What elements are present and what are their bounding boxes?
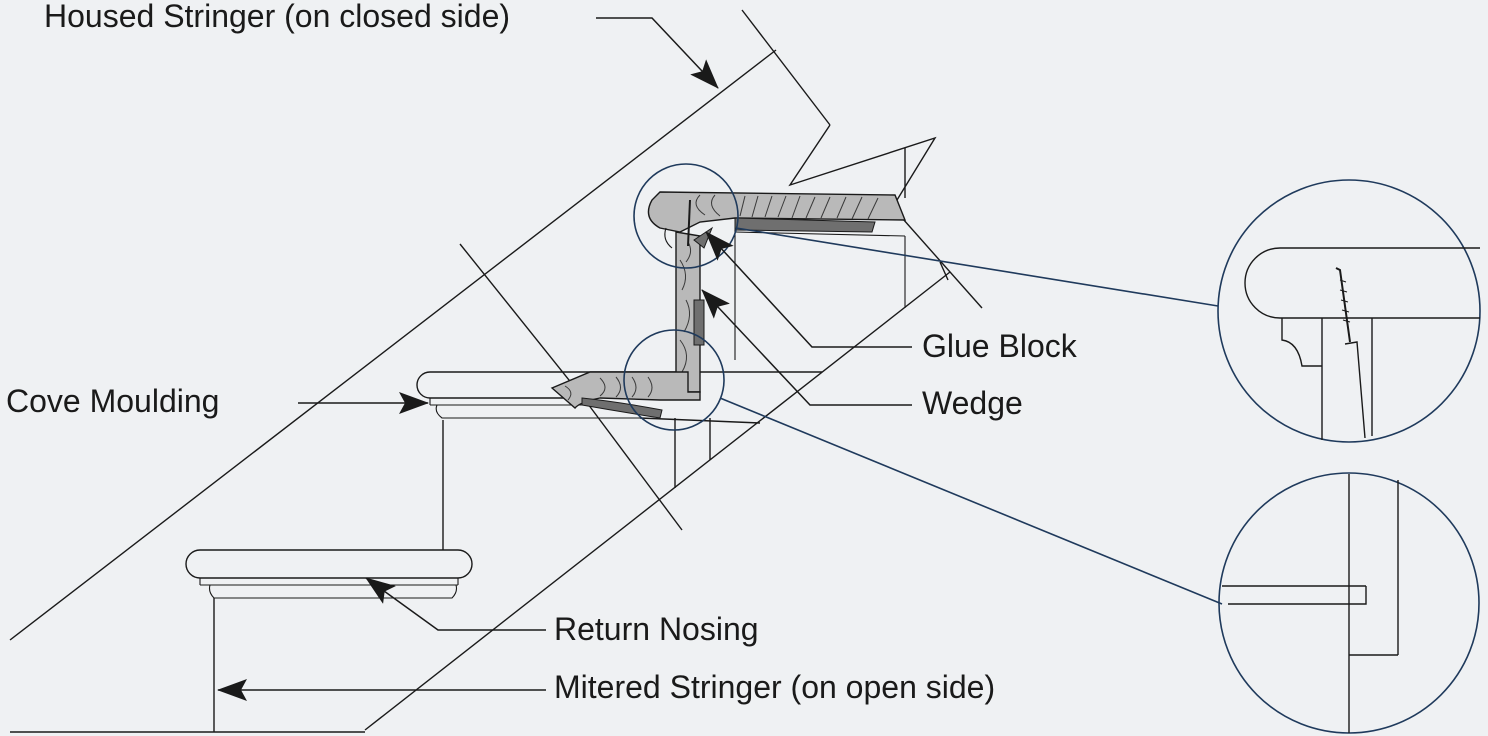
label-wedge-group: Wedge bbox=[701, 289, 1023, 421]
label-return-nosing-group: Return Nosing bbox=[365, 577, 759, 647]
lower-zoom-detail bbox=[1222, 474, 1399, 733]
label-housed-stringer: Housed Stringer (on closed side) bbox=[44, 0, 510, 34]
label-housed-stringer-group: Housed Stringer (on closed side) bbox=[44, 0, 719, 89]
mitered-stringer bbox=[10, 209, 983, 733]
detail-callouts bbox=[623, 163, 1481, 734]
lower-tread bbox=[185, 420, 473, 732]
label-cove-moulding-group: Cove Moulding bbox=[6, 383, 429, 419]
label-mitered-stringer-group: Mitered Stringer (on open side) bbox=[217, 669, 995, 705]
label-cove-moulding: Cove Moulding bbox=[6, 383, 219, 419]
label-glue-block-group: Glue Block bbox=[705, 231, 1078, 364]
upper-zoom-detail bbox=[1244, 247, 1480, 440]
upper-tread bbox=[647, 191, 907, 360]
label-return-nosing: Return Nosing bbox=[554, 611, 759, 647]
middle-tread-wood bbox=[550, 371, 701, 419]
housed-stringer bbox=[9, 9, 937, 641]
lower-detail-circle bbox=[623, 329, 725, 431]
label-wedge: Wedge bbox=[922, 385, 1023, 421]
label-glue-block: Glue Block bbox=[922, 328, 1078, 364]
label-mitered-stringer: Mitered Stringer (on open side) bbox=[554, 669, 995, 705]
upper-zoom-circle bbox=[1217, 179, 1481, 443]
upper-detail-circle bbox=[633, 163, 739, 269]
